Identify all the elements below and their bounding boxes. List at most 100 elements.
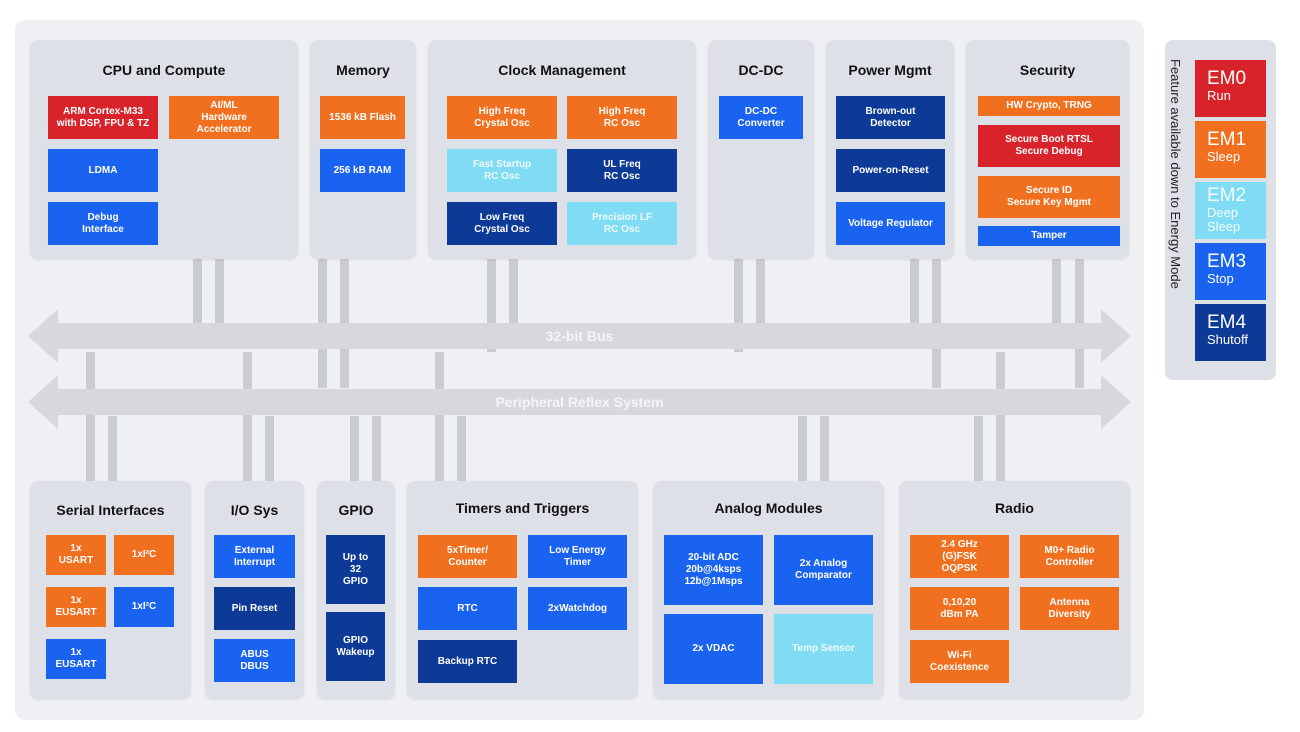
panel-clock-title: Clock Management bbox=[498, 62, 626, 78]
block-ldma: LDMA bbox=[48, 149, 158, 192]
panel-analog-title: Analog Modules bbox=[714, 500, 823, 516]
panel-serial-title: Serial Interfaces bbox=[56, 502, 165, 518]
panel-memory-title: Memory bbox=[336, 62, 390, 78]
block-external-interrupt: External Interrupt bbox=[214, 535, 295, 578]
block-adc: 20-bit ADC 20b@4ksps 12b@1Msps bbox=[664, 535, 763, 605]
panel-clock: Clock Management High Freq Crystal Osc H… bbox=[428, 40, 696, 259]
panel-analog: Analog Modules 20-bit ADC 20b@4ksps 12b@… bbox=[653, 481, 884, 699]
main-bus-arrow bbox=[28, 309, 1131, 363]
bus-connector bbox=[1052, 259, 1061, 323]
block-dcdc-converter: DC-DC Converter bbox=[719, 96, 803, 139]
panel-dcdc-title: DC-DC bbox=[738, 62, 784, 78]
block-temp-sensor: Temp Sensor bbox=[774, 614, 873, 684]
bus-connector bbox=[193, 259, 202, 323]
legend-em2-name: Deep Sleep bbox=[1207, 205, 1241, 234]
legend-em0-code: EM0 bbox=[1207, 68, 1247, 89]
panel-io: I/O Sys External Interrupt Pin Reset ABU… bbox=[205, 481, 304, 699]
energy-mode-legend: EM0 Run EM1 Sleep EM2 Deep Sleep EM3 Sto… bbox=[1165, 40, 1276, 380]
block-abus-dbus: ABUS DBUS bbox=[214, 639, 295, 682]
block-i2c-1: 1xI²C bbox=[114, 587, 174, 627]
block-backup-rtc: Backup RTC bbox=[418, 640, 517, 683]
bus-connector bbox=[996, 352, 1005, 481]
bus-connector bbox=[974, 416, 983, 481]
block-i2c-0: 1xI²C bbox=[114, 535, 174, 575]
panel-timers: Timers and Triggers 5xTimer/ Counter Low… bbox=[407, 481, 638, 699]
block-voltage-regulator: Voltage Regulator bbox=[836, 202, 945, 245]
block-power-on-reset: Power-on-Reset bbox=[836, 149, 945, 192]
block-secure-id: Secure ID Secure Key Mgmt bbox=[978, 176, 1120, 218]
block-power-amplifier: 0,10,20 dBm PA bbox=[910, 587, 1009, 630]
panel-power-title: Power Mgmt bbox=[848, 62, 932, 78]
legend-em3-code: EM3 bbox=[1207, 251, 1247, 272]
legend-em0: EM0 Run bbox=[1195, 60, 1266, 117]
panel-gpio-title: GPIO bbox=[338, 502, 374, 518]
bus-connector bbox=[509, 259, 518, 323]
peripheral-bus-label: Peripheral Reflex System bbox=[495, 394, 664, 410]
legend-em1-code: EM1 bbox=[1207, 129, 1247, 150]
block-secure-boot: Secure Boot RTSL Secure Debug bbox=[978, 125, 1120, 167]
block-watchdog: 2xWatchdog bbox=[528, 587, 627, 630]
legend-em1: EM1 Sleep bbox=[1195, 121, 1266, 178]
bus-connector bbox=[108, 416, 117, 481]
bus-connector bbox=[243, 352, 252, 481]
block-analog-comparator: 2x Analog Comparator bbox=[774, 535, 873, 605]
peripheral-bus-arrow bbox=[28, 375, 1131, 429]
bus-connector bbox=[798, 416, 807, 481]
block-hf-rc-osc: High Freq RC Osc bbox=[567, 96, 677, 139]
legend-em3-name: Stop bbox=[1207, 271, 1234, 286]
bus-connector bbox=[435, 352, 444, 481]
panel-radio: Radio 2.4 GHz (G)FSK OQPSK M0+ Radio Con… bbox=[899, 481, 1130, 699]
block-ul-freq-rc-osc: UL Freq RC Osc bbox=[567, 149, 677, 192]
legend-em2: EM2 Deep Sleep bbox=[1195, 182, 1266, 239]
block-usart: 1x USART bbox=[46, 535, 106, 575]
panel-power: Power Mgmt Brown-out Detector Power-on-R… bbox=[826, 40, 954, 259]
bus-connector bbox=[457, 416, 466, 481]
block-eusart-1: 1x EUSART bbox=[46, 639, 106, 679]
legend-title: Feature available down to Energy Mode bbox=[1168, 59, 1183, 289]
panel-dcdc: DC-DC DC-DC Converter bbox=[708, 40, 814, 259]
bus-connector bbox=[734, 259, 743, 352]
panel-io-title: I/O Sys bbox=[230, 502, 279, 518]
block-hf-crystal-osc: High Freq Crystal Osc bbox=[447, 96, 557, 139]
block-precision-lf-rc-osc: Precision LF RC Osc bbox=[567, 202, 677, 245]
bus-connector bbox=[215, 259, 224, 323]
peripheral-reflex-bus: Peripheral Reflex System bbox=[28, 375, 1131, 429]
bus-connector bbox=[350, 416, 359, 481]
legend-em4-code: EM4 bbox=[1207, 312, 1247, 333]
panel-gpio: GPIO Up to 32 GPIO GPIO Wakeup bbox=[317, 481, 395, 699]
block-fast-startup-rc-osc: Fast Startup RC Osc bbox=[447, 149, 557, 192]
block-brown-out-detector: Brown-out Detector bbox=[836, 96, 945, 139]
bus-connector bbox=[820, 416, 829, 481]
block-ai-accelerator: AI/ML Hardware Accelerator bbox=[169, 96, 279, 139]
block-tamper: Tamper bbox=[978, 226, 1120, 246]
block-rtc: RTC bbox=[418, 587, 517, 630]
bus-connector bbox=[487, 259, 496, 352]
block-gpio-wakeup: GPIO Wakeup bbox=[326, 612, 385, 681]
block-debug-interface: Debug Interface bbox=[48, 202, 158, 245]
block-vdac: 2x VDAC bbox=[664, 614, 763, 684]
main-bus-label: 32-bit Bus bbox=[545, 328, 614, 344]
legend-em2-code: EM2 bbox=[1207, 185, 1247, 206]
panel-radio-title: Radio bbox=[995, 500, 1034, 516]
bus-connector bbox=[756, 259, 765, 323]
block-radio-controller: M0+ Radio Controller bbox=[1020, 535, 1119, 578]
block-flash: 1536 kB Flash bbox=[320, 96, 405, 139]
block-ram: 256 kB RAM bbox=[320, 149, 405, 192]
block-low-energy-timer: Low Energy Timer bbox=[528, 535, 627, 578]
legend-em1-name: Sleep bbox=[1207, 149, 1241, 164]
legend-title-wrap: Feature available down to Energy Mode bbox=[1168, 59, 1193, 359]
panel-cpu: CPU and Compute ARM Cortex-M33 with DSP,… bbox=[30, 40, 298, 259]
legend-em0-name: Run bbox=[1207, 88, 1231, 103]
panel-memory: Memory 1536 kB Flash 256 kB RAM bbox=[310, 40, 416, 259]
legend-em3: EM3 Stop bbox=[1195, 243, 1266, 300]
block-wifi-coexistence: Wi-Fi Coexistence bbox=[910, 640, 1009, 683]
bus-connector bbox=[372, 416, 381, 481]
legend-em4: EM4 Shutoff bbox=[1195, 304, 1266, 361]
block-eusart-0: 1x EUSART bbox=[46, 587, 106, 627]
bus-connector bbox=[910, 259, 919, 323]
block-cpu-core: ARM Cortex-M33 with DSP, FPU & TZ bbox=[48, 96, 158, 139]
main-bus: 32-bit Bus bbox=[28, 309, 1131, 363]
panel-security-title: Security bbox=[1019, 62, 1076, 78]
bus-connector bbox=[265, 416, 274, 481]
